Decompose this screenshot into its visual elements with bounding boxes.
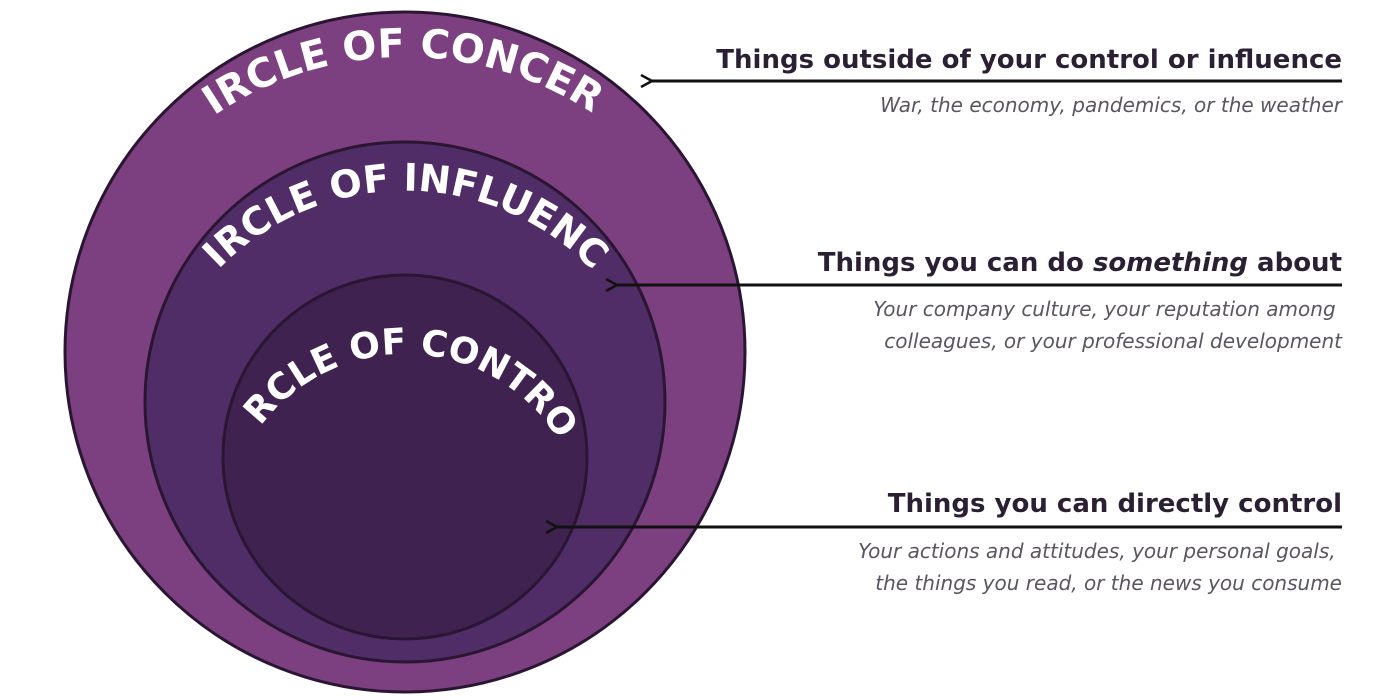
concern-heading: Things outside of your control or influe… xyxy=(716,45,1342,75)
control-description: Your actions and attitudes, your persona… xyxy=(858,539,1342,595)
concern-description: War, the economy, pandemics, or the weat… xyxy=(880,93,1344,117)
influence-heading: Things you can do something about xyxy=(818,248,1342,278)
influence-description: Your company culture, your reputation am… xyxy=(873,297,1343,353)
circle-of-control xyxy=(221,273,589,641)
control-heading: Things you can directly control xyxy=(888,489,1342,519)
